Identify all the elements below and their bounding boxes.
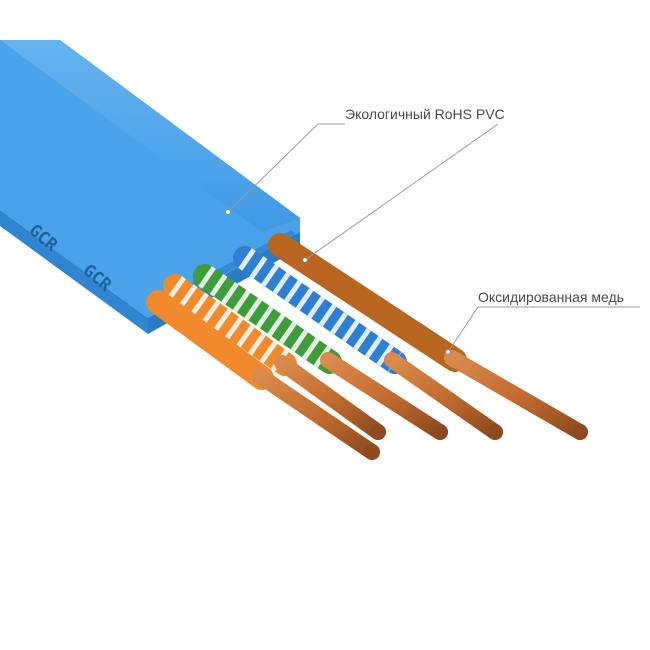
jacket-material-label: Экологичный RoHS PVC <box>345 106 505 122</box>
copper-conductors <box>252 350 588 460</box>
leader-lines <box>225 123 640 355</box>
wire-green-white <box>193 264 342 374</box>
wire-blue-white <box>233 246 407 374</box>
wire-orange <box>146 290 274 390</box>
wire-brown <box>268 233 467 372</box>
conductor-material-label: Оксидированная медь <box>478 289 624 305</box>
cable-jacket: GCR GCR <box>0 40 300 334</box>
wire-orange-white <box>163 274 297 376</box>
